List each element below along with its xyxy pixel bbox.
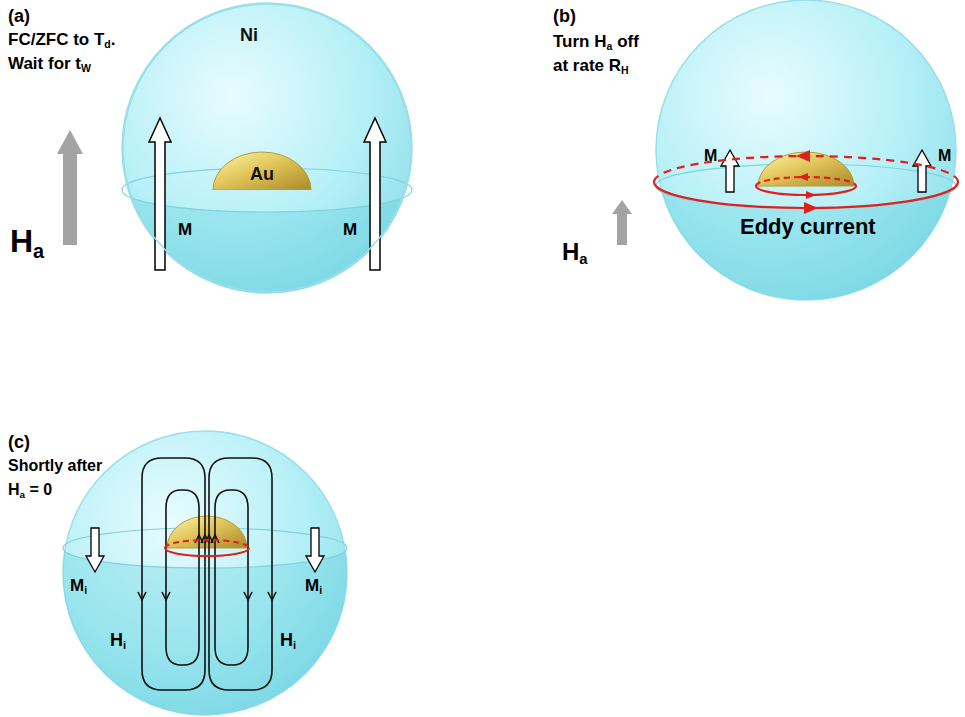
magnetization-label: M xyxy=(178,220,192,239)
eddy-current-label-line: Eddy current xyxy=(740,214,876,240)
magnetization-arrow xyxy=(149,118,171,270)
magnetization-label: M xyxy=(305,576,319,595)
subscript: a xyxy=(20,489,26,500)
subscript: a xyxy=(579,251,587,267)
magnetization-arrow xyxy=(364,118,386,270)
step-note-line: FC/ZFC to Td. xyxy=(8,30,115,51)
step-note-line: Wait for tW xyxy=(8,54,91,75)
step-note-line: Shortly after xyxy=(8,456,102,475)
magnetization-arrow xyxy=(306,528,324,572)
subscript: i xyxy=(123,639,126,651)
magnetization-arrow xyxy=(86,528,104,572)
sphere-b xyxy=(656,0,956,310)
step-note: at rate R xyxy=(553,56,621,75)
step-note: FC/ZFC to T xyxy=(8,30,104,49)
subscript: W xyxy=(81,62,91,74)
subscript: d xyxy=(104,38,110,50)
gold-hemisphere: Au xyxy=(212,150,312,190)
subscript: i xyxy=(293,639,296,651)
field-label-line: Ha xyxy=(10,222,44,263)
magnetization-label-line: M xyxy=(343,220,357,240)
step-note-line: at rate RH xyxy=(553,56,629,77)
magnetization-arrow xyxy=(913,150,931,192)
node-label: Ni xyxy=(240,25,258,46)
eddy-current-label: Eddy current xyxy=(740,214,876,239)
sphere-c xyxy=(63,431,347,717)
nickel-sphere: NiAu xyxy=(122,3,412,293)
panel-letter: (a) xyxy=(8,6,30,26)
magnetization-label: M xyxy=(70,576,84,595)
step-note: Wait for t xyxy=(8,54,81,73)
magnetization-label: M xyxy=(938,147,951,164)
field-label: H xyxy=(562,238,579,265)
field-arrow xyxy=(57,130,83,245)
field-line xyxy=(142,458,272,690)
magnetization-label-line: M xyxy=(178,220,192,240)
field-label-line: Hi xyxy=(280,630,296,652)
step-note: . xyxy=(111,30,116,49)
panel-letter-line: (b) xyxy=(553,6,576,28)
subscript: a xyxy=(33,240,44,262)
field-label: H xyxy=(280,630,293,650)
magnetization-label: M xyxy=(343,220,357,239)
eddy-current xyxy=(654,156,958,208)
node-label: Au xyxy=(250,164,274,185)
panel-letter-line: (c) xyxy=(8,432,30,454)
magnetization-label-line: M xyxy=(938,146,951,165)
subscript: H xyxy=(621,64,629,76)
magnetization-label-line: Mi xyxy=(70,576,87,597)
subscript: i xyxy=(319,584,322,596)
panel-letter: (b) xyxy=(553,6,576,26)
current-arrowhead xyxy=(796,150,818,214)
field-label-line: Ha xyxy=(562,238,588,269)
subscript: a xyxy=(607,40,613,52)
field-label: H xyxy=(10,223,33,259)
field-arrowhead xyxy=(138,535,276,600)
step-note: H xyxy=(8,481,20,498)
magnetization-label: M xyxy=(704,147,717,164)
step-note-line: Turn Haoff xyxy=(553,32,639,53)
step-note: Turn H xyxy=(553,32,607,51)
step-note-line: Ha = 0 xyxy=(8,480,52,501)
sphere-a xyxy=(122,3,412,300)
magnetization-arrow xyxy=(721,150,739,192)
panel-letter: (c) xyxy=(8,432,30,452)
step-note: off xyxy=(617,32,639,51)
panel-letter-line: (a) xyxy=(8,6,30,28)
nickel-sphere-outline xyxy=(122,3,412,293)
magnetization-label-line: M xyxy=(704,146,717,165)
field-label: H xyxy=(110,630,123,650)
subscript: i xyxy=(84,584,87,596)
step-note: Shortly after xyxy=(8,457,102,474)
magnetization-label-line: Mi xyxy=(305,576,322,597)
field-label-line: Hi xyxy=(110,630,126,652)
field-arrow xyxy=(612,200,632,245)
step-note: = 0 xyxy=(30,481,53,498)
eddy-current xyxy=(165,540,249,556)
